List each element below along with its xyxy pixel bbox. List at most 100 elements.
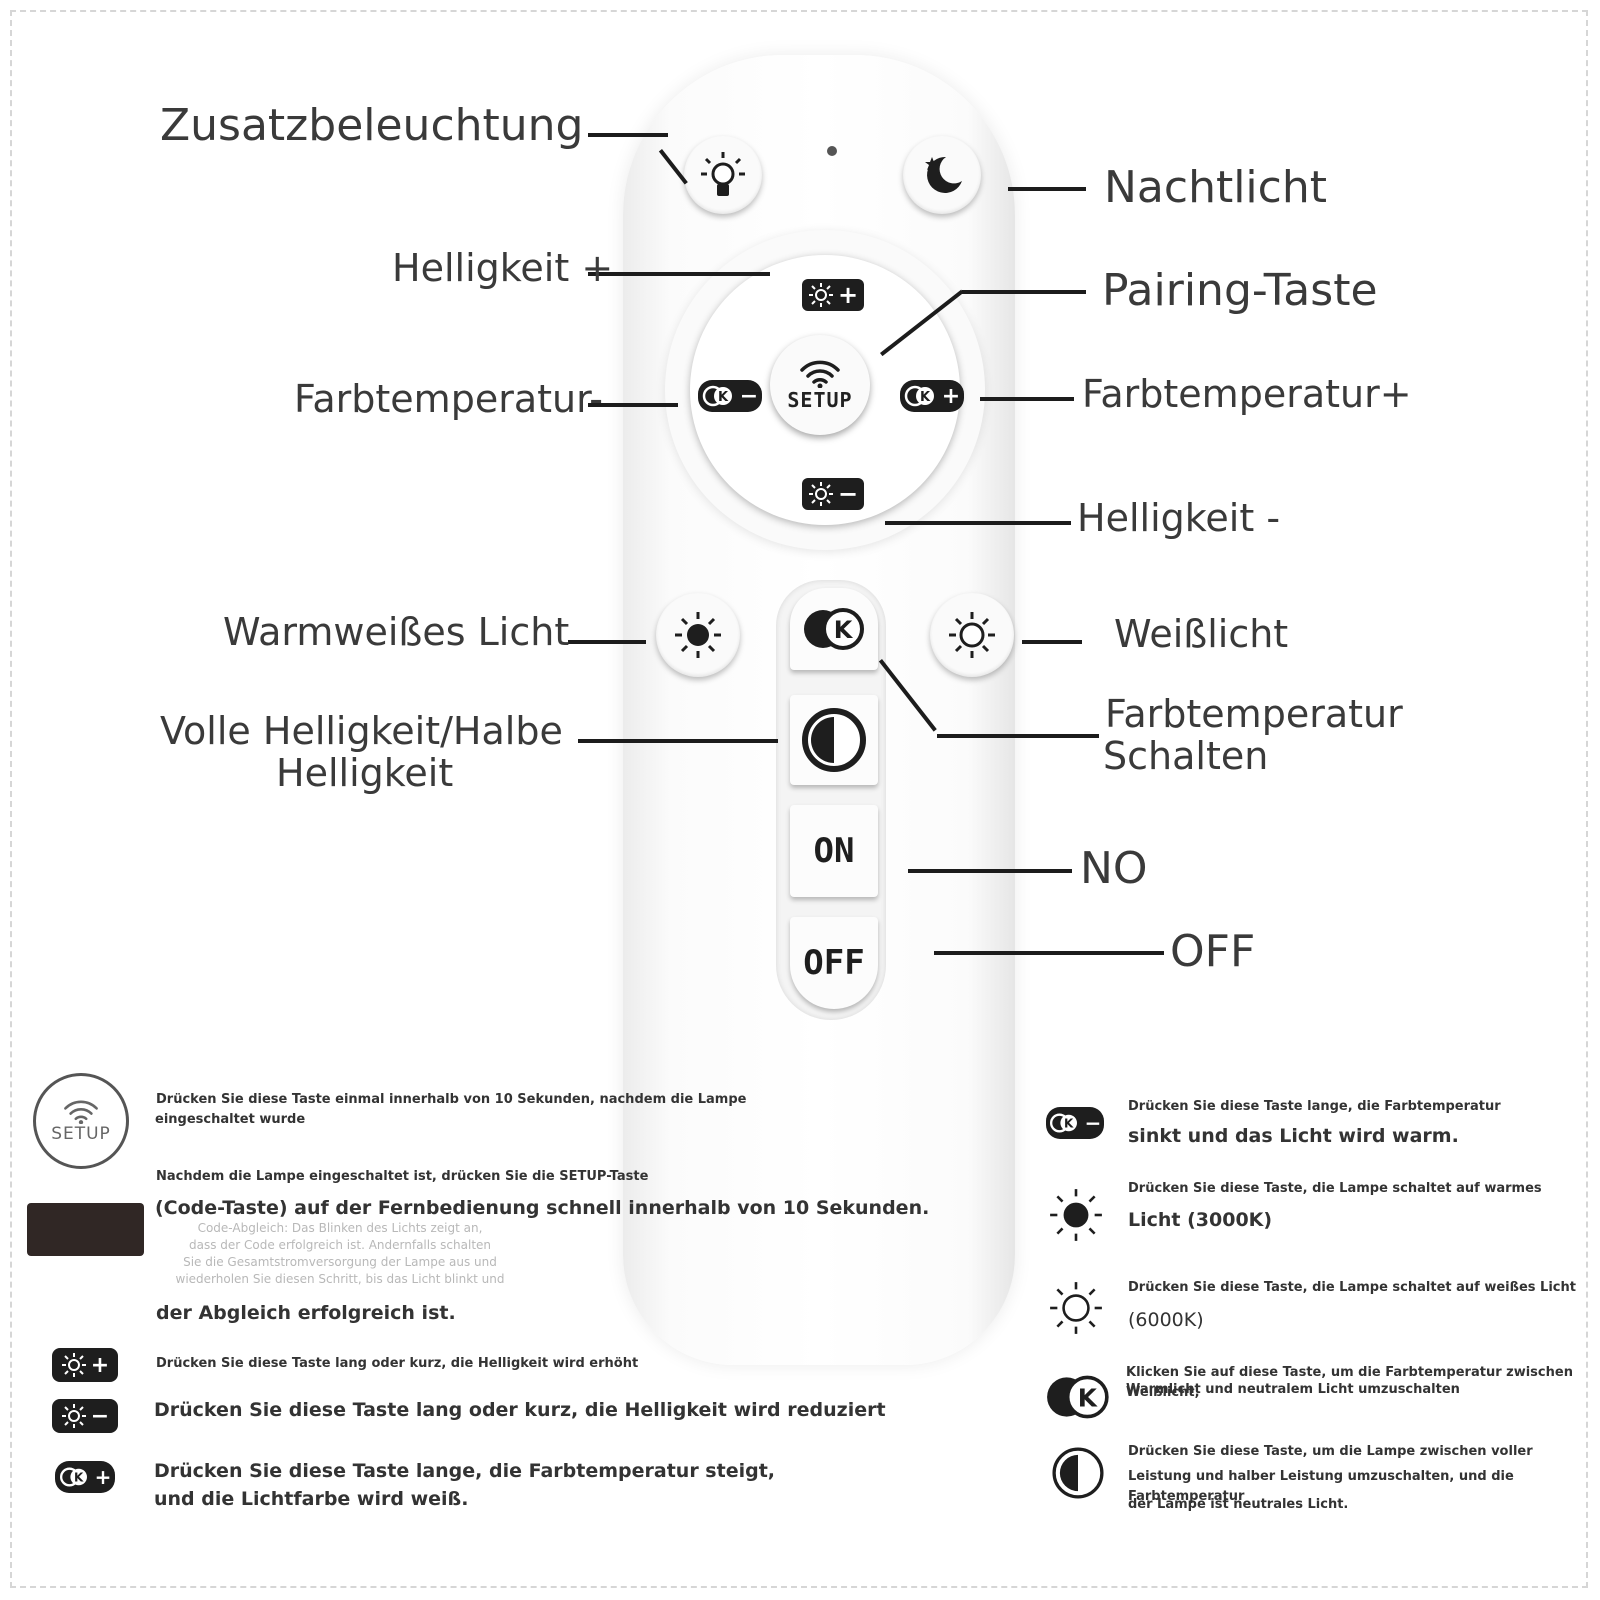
code-desc-2: (Code-Taste) auf der Fernbedienung schne… (155, 1197, 930, 1219)
leader-farbtemp-schalten (937, 734, 1099, 738)
half-desc-3: der Lampe ist neutrales Licht. (1128, 1497, 1349, 1512)
leader-helligkeit-minus (885, 521, 1071, 525)
brightness-up-button[interactable]: + (802, 279, 864, 311)
kelvin-switch-icon: K (804, 608, 864, 650)
svg-text:K: K (920, 390, 931, 405)
white-sun-legend-icon (1046, 1278, 1106, 1338)
leader-warmweiss (568, 640, 646, 644)
leader-volle (578, 739, 778, 743)
setup-legend-text: SETUP (51, 1124, 111, 1144)
half-brightness-button[interactable] (790, 695, 878, 785)
label-zusatzbeleuchtung: Zusatzbeleuchtung (160, 100, 584, 151)
code-note-1: Code-Abgleich: Das Blinken des Lichts ze… (197, 1221, 483, 1235)
minus-sign: − (837, 480, 859, 508)
setup-label: SETUP (787, 388, 853, 412)
kelvin-icon: K (1049, 1113, 1077, 1133)
bulb-icon (701, 152, 745, 196)
kelvin-icon: K (702, 385, 732, 407)
half-desc-2: Leistung und halber Leistung umzuschalte… (1128, 1469, 1514, 1504)
plus-sign: + (90, 1352, 110, 1378)
warm-sun-icon (675, 612, 721, 658)
leader-helligkeit-plus (588, 272, 770, 276)
auxiliary-light-button[interactable] (684, 136, 762, 214)
setup-desc-2: eingeschaltet wurde (155, 1112, 306, 1127)
warm-light-button[interactable] (656, 593, 740, 677)
plus-sign: + (941, 383, 961, 409)
setup-pairing-button[interactable]: SETUP (770, 335, 870, 435)
k-switch-desc-1: Klicken Sie auf diese Taste, um die Farb… (1126, 1365, 1573, 1400)
half-brightness-legend-icon (1048, 1443, 1108, 1503)
brightness-down-legend-icon: − (52, 1399, 118, 1433)
color-temp-down-button[interactable]: K − (698, 380, 762, 412)
leader-weisslicht (1022, 640, 1082, 644)
white-light-button[interactable] (930, 593, 1014, 677)
color-temp-up-button[interactable]: K + (900, 380, 964, 412)
color-temp-switch-button[interactable]: K (790, 588, 878, 670)
night-light-button[interactable] (903, 136, 981, 214)
label-off: OFF (1170, 926, 1256, 977)
brightness-down-button[interactable]: − (802, 478, 864, 510)
minus-sign: − (90, 1403, 110, 1429)
code-note-4: wiederholen Sie diesen Schritt, bis das … (175, 1272, 505, 1286)
brightness-up-desc: Drücken Sie diese Taste lang oder kurz, … (156, 1356, 639, 1371)
label-nachtlicht: Nachtlicht (1104, 162, 1327, 213)
white-desc-1: Drücken Sie diese Taste, die Lampe schal… (1128, 1280, 1576, 1295)
minus-sign: − (739, 383, 759, 409)
off-label: OFF (803, 943, 865, 983)
svg-text:K: K (1064, 1117, 1074, 1131)
sun-icon (61, 1353, 86, 1377)
color-temp-up-desc-1: Drücken Sie diese Taste lange, die Farbt… (154, 1460, 775, 1482)
on-button[interactable]: ON (790, 805, 878, 897)
setup-legend-icon: SETUP (33, 1073, 129, 1169)
label-farbtemperatur-minus: Farbtemperatur- (294, 377, 603, 421)
label-volle-helligkeit-2: Helligkeit (276, 751, 454, 795)
label-farbtemperatur-schalten-2: Schalten (1103, 734, 1269, 778)
warm-sun-icon (1050, 1189, 1102, 1241)
white-sun-icon (1050, 1282, 1102, 1334)
k-switch-desc-2: Warmlicht und neutralem Licht umzuschalt… (1126, 1382, 1460, 1397)
wifi-icon (64, 1100, 98, 1124)
leader-no (908, 869, 1072, 873)
label-no: NO (1080, 843, 1148, 894)
sun-icon (61, 1404, 86, 1428)
warm-desc-1: Drücken Sie diese Taste, die Lampe schal… (1128, 1181, 1542, 1196)
label-weisslicht: Weißlicht (1114, 612, 1289, 656)
leader-nachtlicht (1008, 187, 1086, 191)
kelvin-icon: K (904, 385, 934, 407)
k-letter: K (834, 616, 854, 644)
plus-sign: + (94, 1465, 112, 1489)
dashed-frame (10, 10, 1588, 1588)
svg-text:K: K (718, 390, 729, 405)
label-helligkeit-minus: Helligkeit - (1077, 496, 1281, 540)
half-circle-icon (1052, 1447, 1104, 1499)
k-letter: K (1078, 1383, 1098, 1412)
color-temp-down-desc-1: Drücken Sie diese Taste lange, die Farbt… (1128, 1099, 1501, 1114)
svg-text:K: K (74, 1471, 84, 1485)
color-temp-up-legend-icon: K + (55, 1461, 115, 1493)
moon-star-icon (925, 156, 962, 193)
color-temp-down-legend-icon: K − (1046, 1107, 1104, 1139)
code-desc-3: der Abgleich erfolgreich ist. (156, 1302, 456, 1324)
white-desc-2: (6000K) (1128, 1309, 1204, 1331)
white-sun-icon (949, 612, 995, 658)
sun-icon (808, 283, 833, 307)
kelvin-switch-icon: K (1047, 1375, 1109, 1419)
label-farbtemperatur-schalten-1: Farbtemperatur (1105, 692, 1403, 736)
color-temp-down-desc-2: sinkt und das Licht wird warm. (1128, 1125, 1459, 1147)
label-pairing-taste: Pairing-Taste (1102, 265, 1378, 316)
code-key-swatch (27, 1203, 144, 1256)
leader-pairing (962, 290, 1086, 294)
label-farbtemperatur-plus: Farbtemperatur+ (1082, 372, 1412, 416)
off-button[interactable]: OFF (790, 917, 878, 1009)
warm-desc-2: Licht (3000K) (1128, 1209, 1273, 1231)
on-label: ON (813, 831, 855, 871)
setup-desc-1: Drücken Sie diese Taste einmal innerhalb… (156, 1092, 747, 1107)
k-switch-legend-icon: K (1042, 1371, 1114, 1423)
minus-sign: − (1084, 1111, 1102, 1135)
leader-zusatz (588, 133, 668, 137)
leader-off (934, 951, 1164, 955)
color-temp-up-desc-2: und die Lichtfarbe wird weiß. (154, 1488, 469, 1510)
code-note-3: Sie die Gesamtstromversorgung der Lampe … (183, 1255, 497, 1269)
code-note-2: dass der Code erfolgreich ist. Andernfal… (188, 1238, 492, 1252)
leader-farbtemp-minus (588, 403, 678, 407)
